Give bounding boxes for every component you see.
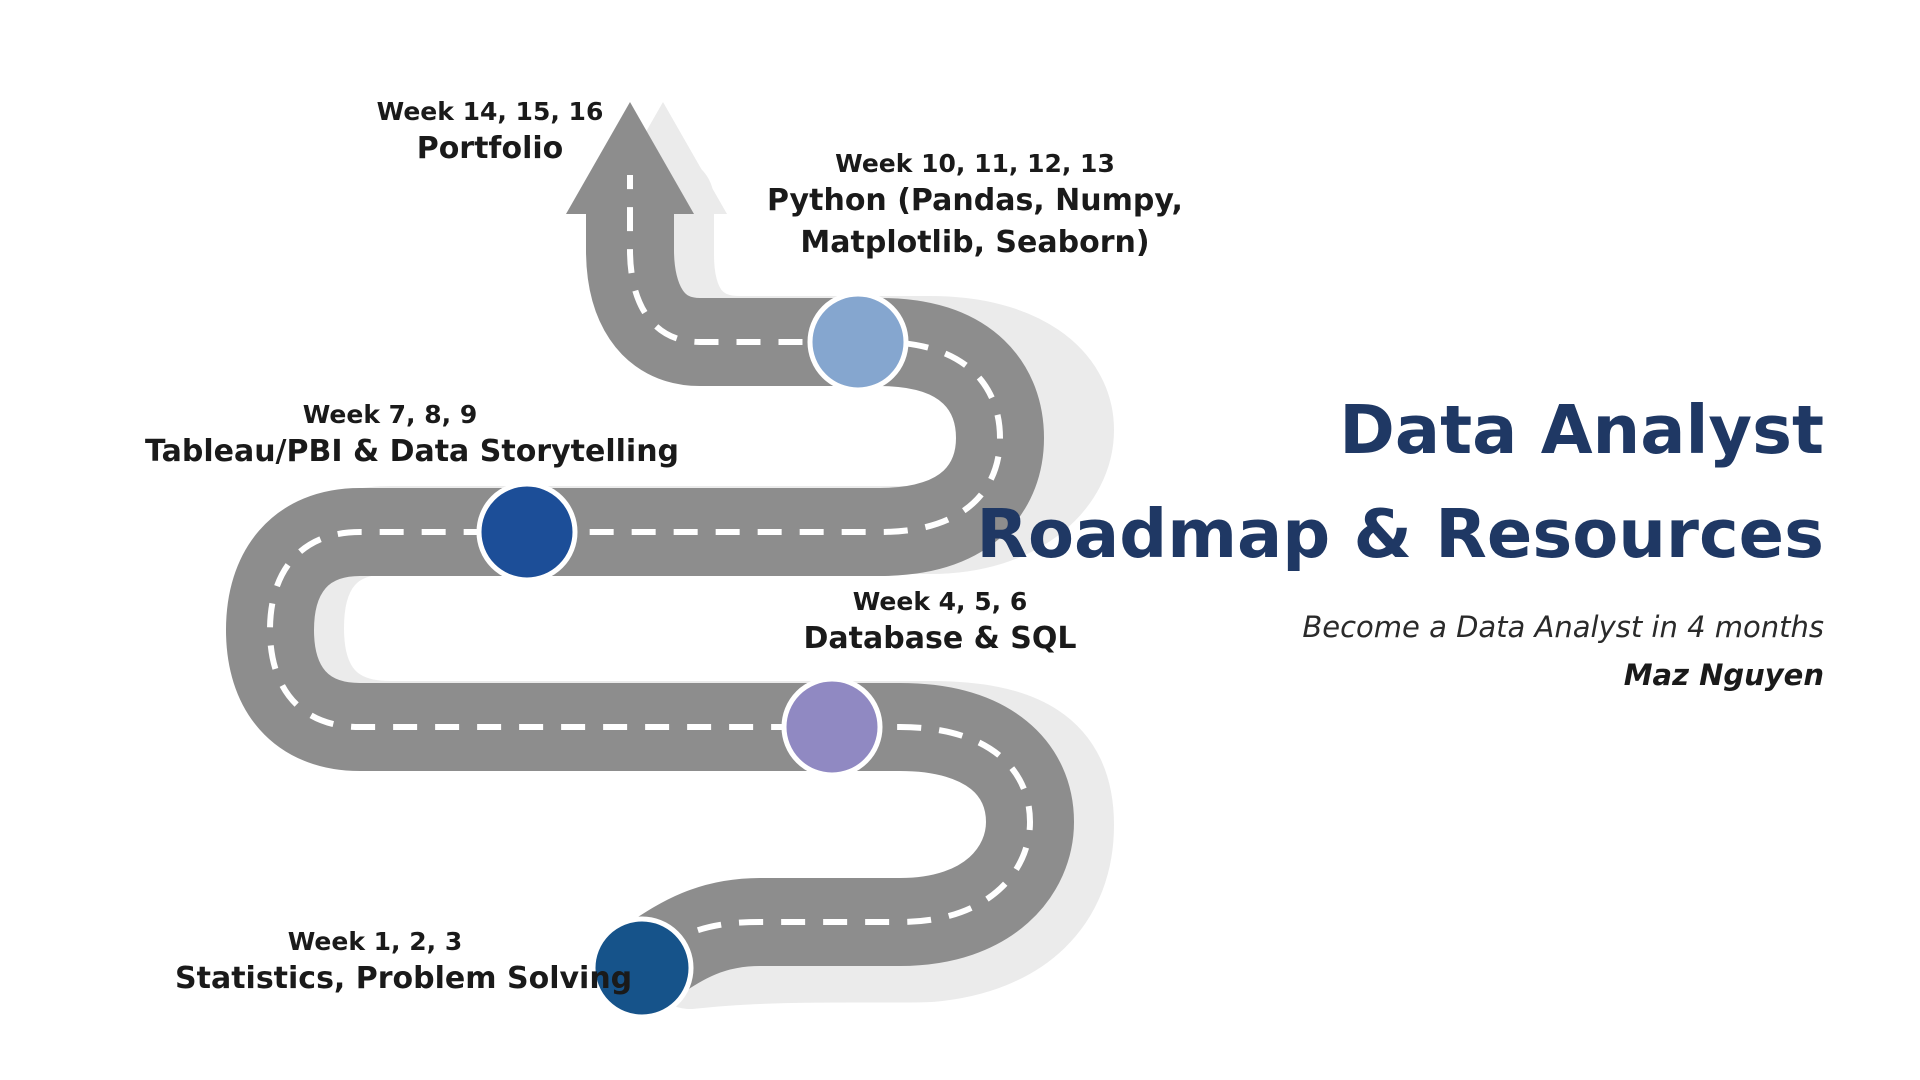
milestone-week: Week 7, 8, 9 [302, 400, 478, 429]
milestone-label-1: Week 1, 2, 3 Statistics, Problem Solving [175, 926, 633, 1000]
milestone-circle-4[interactable] [807, 291, 909, 393]
milestone-topic: Portfolio [416, 131, 564, 166]
page-title-line-1: Data Analyst [1339, 391, 1824, 469]
milestone-week: Week 14, 15, 16 [376, 97, 604, 126]
milestone-week: Week 4, 5, 6 [852, 587, 1028, 616]
milestone-topic: Statistics, Problem Solving [175, 961, 633, 996]
road-body [225, 205, 1075, 1006]
milestone-label-3: Week 7, 8, 9 Tableau/PBI & Data Storytel… [145, 399, 680, 473]
author-name: Maz Nguyen [1623, 658, 1824, 692]
milestone-topic: Python (Pandas, Numpy, [767, 183, 1183, 218]
title-block: Data Analyst Roadmap & Resources Become … [976, 378, 1824, 692]
milestone-topic: Matplotlib, Seaborn) [800, 225, 1150, 260]
milestone-circle-2[interactable] [781, 676, 883, 778]
milestone-circle-1[interactable] [590, 916, 694, 1020]
road-arrowhead [566, 102, 694, 214]
milestone-label-2: Week 4, 5, 6 Database & SQL [780, 586, 1100, 660]
milestone-circle-3[interactable] [476, 481, 578, 583]
milestone-topic: Tableau/PBI & Data Storytelling [145, 434, 680, 469]
milestone-topic: Database & SQL [803, 621, 1077, 656]
milestone-week: Week 10, 11, 12, 13 [835, 149, 1115, 178]
page-title-line-2: Roadmap & Resources [976, 495, 1824, 573]
milestone-label-5: Week 14, 15, 16 Portfolio [360, 96, 620, 170]
page-subtitle: Become a Data Analyst in 4 months [1302, 610, 1824, 644]
milestone-week: Week 1, 2, 3 [287, 927, 463, 956]
road-center-line [266, 175, 1034, 951]
milestone-label-4: Week 10, 11, 12, 13 Python (Pandas, Nump… [760, 148, 1190, 264]
